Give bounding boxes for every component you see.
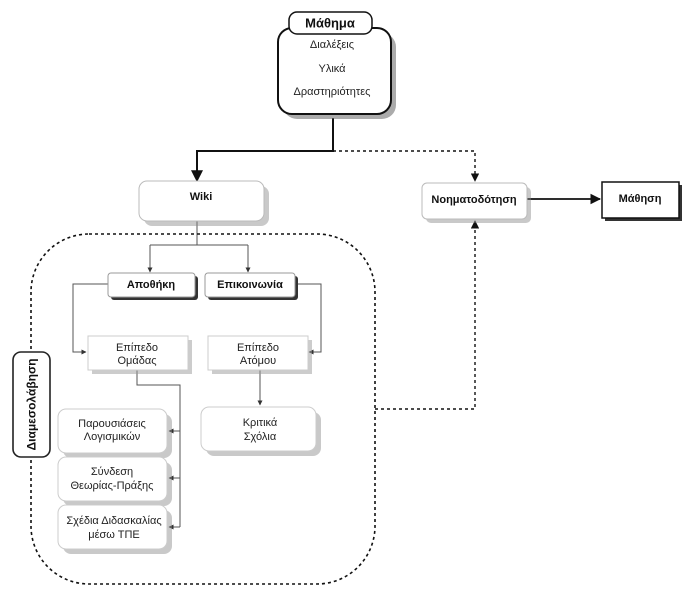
mathima-item-drastiriotites: Δραστηριότητες: [294, 86, 371, 98]
edge-epikoinonia-atomou: [295, 283, 322, 355]
node-nomatodotisi: Νοηματοδότηση: [421, 182, 531, 223]
edge-omadas-trunk: [136, 370, 181, 527]
connectors: [72, 118, 602, 530]
kritika-sxolia-line2: Σχόλια: [244, 431, 277, 443]
kritika-sxolia-line1: Κριτικά: [243, 417, 278, 429]
node-syndesi: Σύνδεση Θεωρίας-Πράξης: [57, 456, 172, 506]
edge-diamesolavisi-nomatodotisi: [375, 220, 480, 410]
mathima-item-ylika: Υλικά: [318, 63, 346, 75]
node-parousiaseis: Παρουσιάσεις Λογισμικών: [57, 408, 172, 458]
diamesolavisi-label: Διαμεσολάβηση: [25, 358, 39, 450]
node-mathisi: Μάθηση: [601, 181, 682, 221]
epipedo-atomou-line1: Επίπεδο: [237, 342, 279, 354]
node-sxedia: Σχέδια Διδασκαλίας μέσω ΤΠΕ: [57, 504, 172, 554]
sxedia-line1: Σχέδια Διδασκαλίας: [66, 515, 161, 527]
epipedo-omadas-line2: Ομάδας: [117, 355, 156, 367]
sxedia-line2: μέσω ΤΠΕ: [88, 529, 139, 541]
diamesolavisi-label-box: [12, 351, 51, 458]
node-apothiki: Αποθήκη: [107, 272, 198, 300]
epikoinonia-label: Επικοινωνία: [217, 279, 283, 291]
edge-apothiki-omadas: [72, 283, 108, 355]
diamesolavisi-region: Διαμεσολάβηση: [12, 233, 376, 585]
edge-wiki-split: [150, 220, 248, 246]
mathima-title: Μάθημα: [305, 16, 355, 31]
node-wiki: Wiki: [138, 180, 269, 226]
edge-mathima-wiki: [191, 118, 334, 183]
mathisi-label: Μάθηση: [619, 193, 662, 205]
apothiki-label: Αποθήκη: [127, 279, 176, 291]
node-kritika-sxolia: Κριτικά Σχόλια: [200, 406, 321, 456]
node-mathima: Μάθημα Διαλέξεις Υλικά Δραστηριότητες: [277, 11, 396, 119]
epipedo-atomou-line2: Ατόμου: [240, 355, 276, 367]
mathima-item-dialekseis: Διαλέξεις: [310, 39, 354, 51]
wiki-label: Wiki: [190, 191, 213, 203]
parousiaseis-line1: Παρουσιάσεις: [78, 418, 146, 430]
syndesi-line2: Θεωρίας-Πράξης: [71, 480, 154, 492]
node-epipedo-atomou: Επίπεδο Ατόμου: [207, 335, 312, 374]
edge-mathima-nomatodotisi: [333, 150, 480, 182]
node-epipedo-omadas: Επίπεδο Ομάδας: [87, 335, 192, 374]
node-epikoinonia: Επικοινωνία: [204, 272, 298, 300]
parousiaseis-line2: Λογισμικών: [84, 431, 141, 443]
nomatodotisi-label: Νοηματοδότηση: [431, 194, 516, 206]
epipedo-omadas-line1: Επίπεδο: [116, 342, 158, 354]
syndesi-line1: Σύνδεση: [91, 466, 133, 478]
